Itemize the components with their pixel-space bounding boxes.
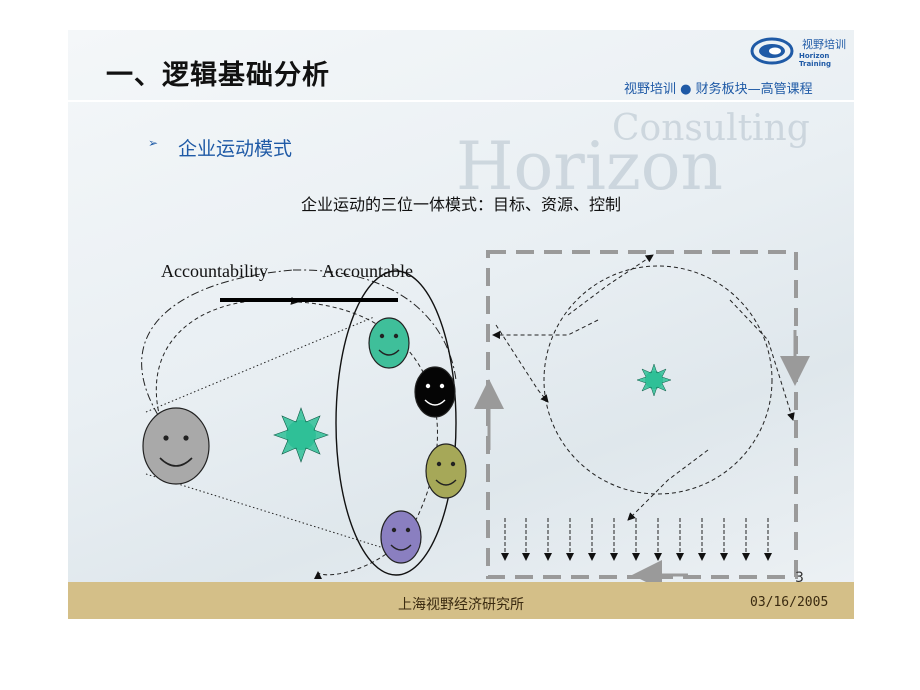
brand-name-en: Horizon Training [799, 52, 831, 68]
goal-orbit [543, 265, 773, 495]
footer-organization: 上海视野经济研究所 [398, 597, 524, 613]
watermark-consulting: Consulting [612, 108, 810, 149]
course-subtitle: 视野培训 ● 财务板块—高管课程 [624, 82, 813, 97]
footer-date: 03/16/2005 [750, 595, 829, 610]
path-arrow-3 [729, 299, 795, 421]
page-number: 3 [795, 570, 804, 586]
gray-face-icon [142, 407, 210, 485]
header-divider [68, 100, 854, 102]
left-model [141, 269, 467, 580]
dotted-link-top [145, 316, 375, 413]
horizon-logo-icon [750, 37, 794, 65]
right-model [474, 250, 810, 582]
sun-icon [273, 407, 329, 463]
brand-name-cn: 视野培训 [802, 38, 846, 51]
slide: Consulting Horizon 一、逻辑基础分析 视野培训 Horizon… [68, 30, 854, 619]
dashed-orbit-top [155, 297, 299, 419]
slide-header: 一、逻辑基础分析 视野培训 Horizon Training 视野培训 ● 财务… [68, 30, 854, 126]
slide-footer: 上海视野经济研究所 03/16/2005 [68, 582, 854, 619]
control-boundary-square [486, 250, 798, 579]
black-face-icon [414, 366, 456, 418]
path-arrow-4 [627, 449, 709, 521]
goal-sun-icon [636, 363, 672, 397]
path-arrow-1 [495, 324, 549, 403]
diagram-caption: 企业运动的三位一体模式：目标、资源、控制 [300, 195, 621, 214]
purple-face-icon [380, 510, 422, 564]
dotted-link-bottom [145, 473, 391, 551]
path-arrow-5 [492, 319, 599, 339]
path-arrow-2 [567, 254, 654, 316]
label-accountable: Accountable [322, 261, 413, 281]
dashdot-arc-left [141, 269, 294, 416]
resource-ellipse [335, 270, 457, 576]
olive-face-icon [425, 443, 467, 499]
section-title: 企业运动模式 [178, 138, 293, 160]
input-arrows [501, 518, 772, 561]
watermark-horizon: Horizon [456, 128, 723, 205]
bullet-arrow-icon: ➢ [148, 136, 159, 150]
page-title: 一、逻辑基础分析 [106, 60, 330, 91]
enterprise-motion-diagram [141, 250, 810, 582]
teal-face-icon [368, 317, 410, 369]
label-accountability: Accountability [161, 261, 268, 281]
